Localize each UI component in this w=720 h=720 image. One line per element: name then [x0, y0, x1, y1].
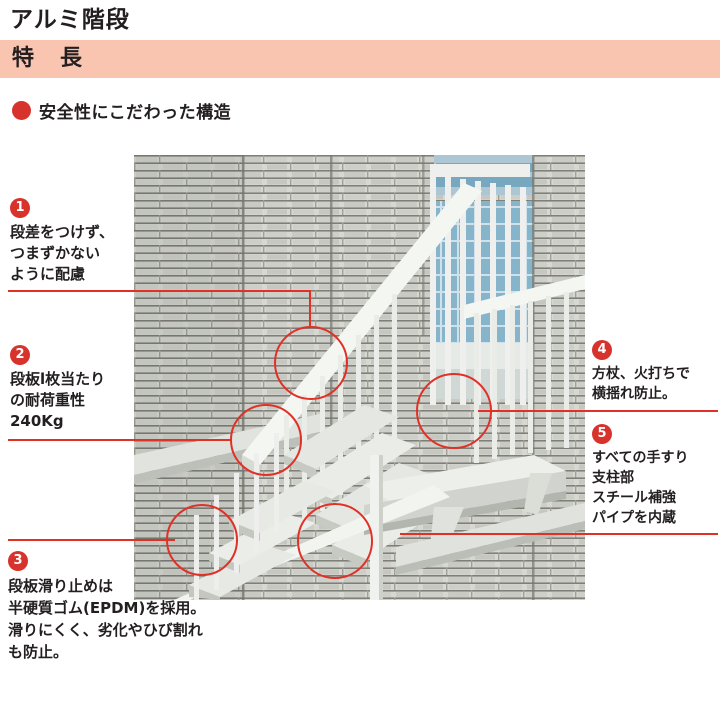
callout-4-number: 4: [592, 340, 612, 360]
callout-3-number: 3: [8, 551, 28, 571]
callout-4: 4 方杖、火打ちで 横揺れ防止。: [592, 340, 690, 404]
leader-line-2: [8, 439, 230, 441]
callout-2-text: 段板l枚当たり の耐荷重性 240Kg: [10, 370, 106, 430]
callout-2-number: 2: [10, 345, 30, 365]
leader-line-3: [8, 539, 175, 541]
callout-1-text: 段差をつけず、 つまずかない ように配慮: [10, 223, 114, 283]
feature-heading-label: 安全性にこだわった構造: [39, 103, 232, 123]
highlight-circle-1: [274, 326, 348, 400]
callout-3: 3 段板滑り止めは 半硬質ゴム(EPDM)を採用。 滑りにくく、劣化やひび割れ …: [8, 551, 205, 663]
callout-1: 1 段差をつけず、 つまずかない ように配慮: [10, 198, 114, 285]
aluminum-staircase-photo: [134, 155, 585, 600]
section-band: [0, 40, 720, 78]
highlight-circle-4: [297, 503, 373, 579]
staircase-illustration: [134, 155, 585, 600]
section-band-label: 特 長: [12, 46, 85, 71]
red-dot-icon: [12, 101, 31, 120]
callout-5-text: すべての手すり 支柱部 スチール補強 パイプを内蔵: [592, 450, 689, 526]
callout-2: 2 段板l枚当たり の耐荷重性 240Kg: [10, 345, 105, 432]
leader-line-1-vertical: [309, 290, 311, 326]
highlight-circle-2: [230, 404, 302, 476]
leader-line-4: [478, 410, 718, 412]
page-title: アルミ階段: [10, 7, 130, 33]
leader-line-5: [400, 533, 718, 535]
feature-heading: 安全性にこだわった構造: [12, 98, 231, 123]
leader-line-1: [8, 290, 311, 292]
callout-5-number: 5: [592, 424, 612, 444]
callout-3-text: 段板滑り止めは 半硬質ゴム(EPDM)を採用。 滑りにくく、劣化やひび割れ も防…: [8, 577, 206, 661]
callout-5: 5 すべての手すり 支柱部 スチール補強 パイプを内蔵: [592, 424, 688, 528]
callout-4-text: 方杖、火打ちで 横揺れ防止。: [592, 366, 690, 402]
callout-1-number: 1: [10, 198, 30, 218]
